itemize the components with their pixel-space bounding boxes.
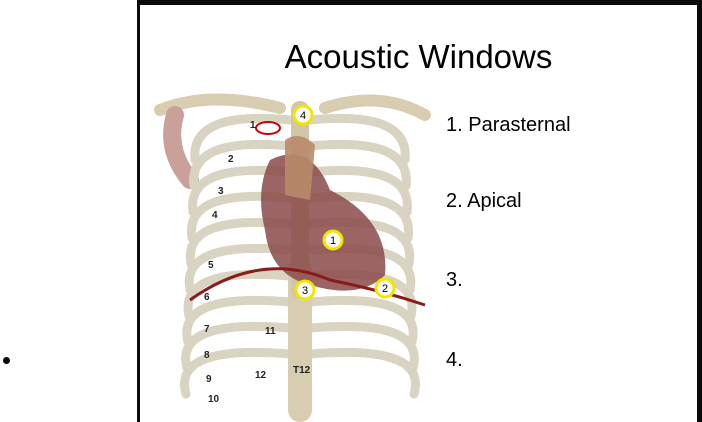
svg-text:2: 2 xyxy=(382,283,388,295)
rib-number-label: 7 xyxy=(204,324,210,335)
rib xyxy=(184,243,295,295)
slide-frame-left xyxy=(137,0,140,422)
rib-number-label: 12 xyxy=(255,370,267,381)
slide-frame-top xyxy=(137,0,702,5)
rib xyxy=(190,113,295,165)
rib xyxy=(182,295,295,347)
acoustic-window-marker-3: 3 xyxy=(294,279,316,301)
rib xyxy=(305,321,419,373)
rib-number-label: 5 xyxy=(208,260,214,271)
rib xyxy=(189,139,295,191)
rib xyxy=(305,347,420,399)
list-item-parasternal: 1. Parasternal xyxy=(446,114,571,136)
rib-number-label: 2 xyxy=(228,154,234,165)
rib-number-label: 6 xyxy=(204,292,210,303)
rib-number-label: 10 xyxy=(208,394,220,405)
bullet-point xyxy=(3,357,10,364)
rib xyxy=(183,269,295,321)
rib xyxy=(180,347,295,399)
rib xyxy=(305,113,410,165)
acoustic-window-marker-2: 2 xyxy=(374,277,396,299)
acoustic-window-marker-4: 4 xyxy=(292,104,314,126)
rib xyxy=(181,321,295,373)
rib-number-label: 11 xyxy=(265,326,276,337)
svg-text:4: 4 xyxy=(300,110,306,122)
acoustic-window-marker-1: 1 xyxy=(322,229,344,251)
rib-number-label: 8 xyxy=(204,350,210,361)
rib xyxy=(305,139,411,191)
rib-number-label: 4 xyxy=(212,210,218,221)
slide-frame-right xyxy=(697,0,702,422)
rib-number-label: 1 xyxy=(250,120,256,131)
list-item-4: 4. xyxy=(446,349,463,371)
rib-number-label: 3 xyxy=(218,186,224,197)
svg-text:1: 1 xyxy=(330,235,336,247)
slide-title: Acoustic Windows xyxy=(284,38,553,75)
list-item-3: 3. xyxy=(446,269,463,291)
svg-text:3: 3 xyxy=(302,285,308,297)
list-item-apical: 2. Apical xyxy=(446,190,522,212)
vertebra-label: T12 xyxy=(293,365,311,376)
rib-number-label: 9 xyxy=(206,374,212,385)
rib xyxy=(305,295,418,347)
rib xyxy=(305,165,412,217)
